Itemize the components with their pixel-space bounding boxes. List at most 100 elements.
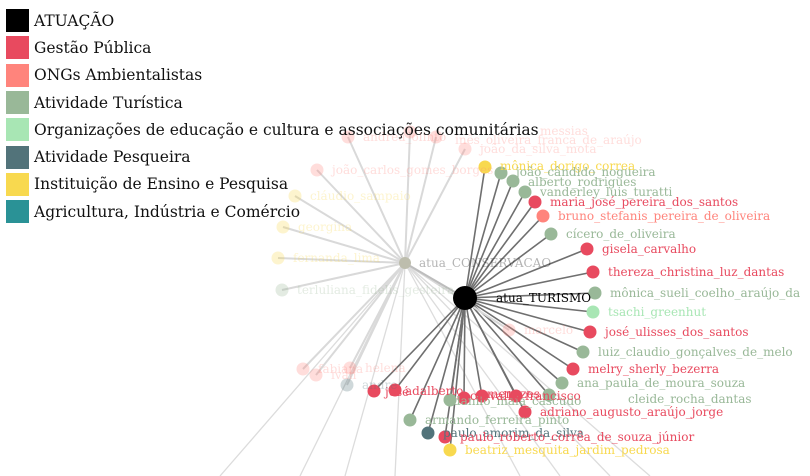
stray-edge (219, 262, 406, 476)
legend-swatch (6, 63, 29, 87)
stray-edge (394, 262, 406, 476)
legend-item: Agricultura, Indústria e Comércio (6, 198, 539, 225)
edge (464, 297, 594, 313)
legend-swatch (6, 36, 29, 60)
legend-item: ONGs Ambientalistas (6, 62, 539, 89)
legend-label: Gestão Pública (34, 38, 152, 57)
node-label: francisco (525, 389, 581, 403)
node-label: tsachi_greenhut (608, 305, 706, 319)
nodes-layer (271, 125, 602, 457)
node-label: helena (365, 361, 406, 375)
node-label: thereza_christina_luz_dantas (608, 265, 784, 279)
node (403, 413, 417, 427)
stray-edge (344, 262, 406, 476)
node (502, 323, 516, 337)
legend-swatch (6, 9, 29, 33)
node-label: cláudio_sampaio (310, 189, 411, 203)
node (536, 209, 550, 223)
edge (394, 297, 466, 391)
node-label: georgina (298, 220, 352, 234)
legend-swatch (6, 118, 29, 142)
node (421, 426, 435, 440)
node (458, 142, 472, 156)
node (518, 405, 532, 419)
edge (464, 297, 591, 333)
hub-label: atua_TURISMO (496, 291, 591, 305)
legend-swatch (6, 172, 29, 196)
legend-label: Atividade Turística (34, 93, 183, 112)
labels-layer: mônica_dorigo_correajoão_cândido_nogueir… (293, 124, 800, 457)
node-label: paulo_amorim_da_silva (443, 426, 584, 440)
node (343, 361, 357, 375)
node (341, 130, 355, 144)
node-label: cleide_rocha_dantas (628, 392, 752, 406)
edge (346, 262, 406, 386)
node (388, 383, 402, 397)
hub-node (399, 257, 411, 269)
edge (464, 180, 514, 299)
stray-edge (404, 262, 561, 476)
hub-label: atua_CONSERVACAO (419, 256, 551, 270)
edge (427, 297, 466, 434)
node-label: carvalho (470, 389, 522, 403)
legend-item: ATUAÇÃO (6, 7, 539, 34)
node (576, 345, 590, 359)
node-label: inês_oliveira_franca_de_araújo (455, 133, 642, 147)
node (586, 265, 600, 279)
legend-label: ATUAÇÃO (34, 11, 115, 30)
legend-swatch (6, 91, 29, 115)
edge (464, 297, 574, 370)
node (443, 443, 457, 457)
node (276, 220, 290, 234)
node (457, 391, 471, 405)
node-label: menezes (487, 387, 540, 401)
hub-node (453, 286, 477, 310)
node (438, 430, 452, 444)
node (518, 185, 532, 199)
legend-item: Atividade Pesqueira (6, 143, 539, 170)
node (340, 378, 354, 392)
node-label: joão_da_silva_mota (478, 142, 597, 156)
edge (277, 257, 406, 264)
edge (464, 248, 588, 299)
node (580, 242, 594, 256)
legend-label: Organizações de educação e cultura e ass… (34, 120, 539, 139)
node (588, 286, 602, 300)
edge (373, 297, 466, 392)
edge (464, 215, 544, 299)
node (583, 325, 597, 339)
node (509, 389, 523, 403)
edge (464, 297, 550, 396)
node-label: cícero_de_oliveira (566, 227, 676, 241)
edge (464, 191, 526, 299)
edge (302, 262, 406, 370)
edge (444, 297, 466, 438)
edge (281, 262, 406, 291)
node-label: andrea_olinto (363, 130, 446, 144)
node-label: gisela_carvalho (602, 242, 696, 256)
node (494, 166, 508, 180)
edge (464, 297, 517, 397)
edge (404, 136, 437, 264)
node-label: vanderley_luis_turatti (539, 185, 673, 199)
node-label: mônica_dorigo_correa (500, 159, 635, 173)
node-label: luiz_claudio_gonçalves_de_melo (598, 345, 793, 359)
node (429, 130, 443, 144)
node-label: josé_ulisses_dos_santos (603, 325, 749, 339)
node (544, 227, 558, 241)
edge (316, 169, 406, 264)
node-label: joão_cândido_nogueira (514, 165, 656, 179)
node-label: josé (383, 385, 409, 399)
edge (464, 233, 552, 299)
edge (294, 195, 406, 264)
legend-item: Instituição de Ensino e Pesquisa (6, 171, 539, 198)
node (506, 174, 520, 188)
node (367, 384, 381, 398)
legend-label: ONGs Ambientalistas (34, 66, 203, 85)
node-label: messias (540, 124, 588, 138)
node (403, 125, 417, 139)
node (288, 189, 302, 203)
node (271, 251, 285, 265)
node-label: adriano_augusto_araújo_jorge (540, 405, 723, 419)
